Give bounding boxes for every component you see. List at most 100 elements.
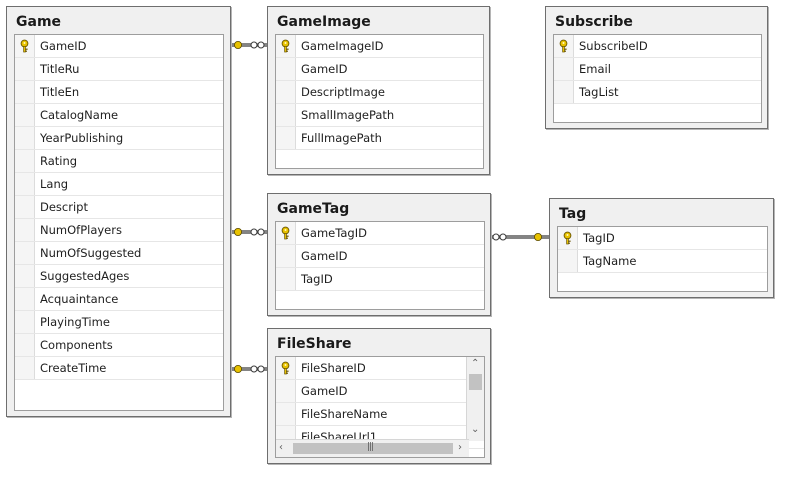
column-row[interactable]: NumOfPlayers (15, 219, 223, 242)
column-row[interactable]: TagID (558, 227, 767, 250)
row-selector[interactable] (15, 35, 35, 57)
row-selector[interactable] (15, 150, 35, 172)
row-selector[interactable] (15, 104, 35, 126)
row-selector[interactable] (276, 35, 296, 57)
column-row[interactable]: YearPublishing (15, 127, 223, 150)
column-name: NumOfPlayers (40, 223, 122, 237)
column-row[interactable]: Rating (15, 150, 223, 173)
row-selector[interactable] (276, 403, 296, 425)
column-name: TagID (583, 231, 615, 245)
row-selector[interactable] (276, 81, 296, 103)
row-selector[interactable] (276, 380, 296, 402)
table-title[interactable]: Tag (559, 206, 587, 222)
column-row[interactable]: DescriptImage (276, 81, 483, 104)
primary-key-icon (20, 39, 29, 53)
column-row[interactable]: TagID (276, 268, 484, 291)
row-selector[interactable] (15, 219, 35, 241)
table-title[interactable]: Subscribe (555, 14, 633, 30)
grip-icon: ||| (367, 442, 374, 452)
row-selector[interactable] (276, 222, 296, 244)
column-row[interactable]: PlayingTime (15, 311, 223, 334)
scrollbar-thumb[interactable]: ||| (293, 442, 453, 454)
row-selector[interactable] (15, 127, 35, 149)
column-row[interactable]: CreateTime (15, 357, 223, 380)
column-row[interactable]: GameID (276, 245, 484, 268)
column-row[interactable]: GameID (15, 35, 223, 58)
column-row[interactable]: Components (15, 334, 223, 357)
row-selector[interactable] (558, 227, 578, 249)
row-selector[interactable] (15, 288, 35, 310)
row-selector[interactable] (554, 81, 574, 103)
row-selector[interactable] (15, 311, 35, 333)
column-name: GameID (301, 249, 348, 263)
column-row[interactable]: FileShareID (276, 357, 484, 380)
table-title[interactable]: FileShare (277, 336, 352, 352)
column-name: GameTagID (301, 226, 367, 240)
column-row[interactable]: TitleRu (15, 58, 223, 81)
column-name: GameID (301, 384, 348, 398)
table-title[interactable]: Game (16, 14, 62, 30)
relationship-game-gametag[interactable] (231, 227, 267, 236)
column-row[interactable]: Descript (15, 196, 223, 219)
row-selector[interactable] (15, 58, 35, 80)
primary-key-icon (563, 231, 572, 245)
table-title[interactable]: GameTag (277, 201, 350, 217)
row-selector[interactable] (15, 357, 35, 379)
row-selector[interactable] (15, 265, 35, 287)
relationship-tag-gametag[interactable] (491, 232, 549, 241)
chevron-left-icon[interactable]: ‹ (279, 442, 283, 453)
table-fileshare[interactable]: FileShare FileShareID GameID FileShareName… (267, 328, 491, 464)
row-selector[interactable] (276, 357, 296, 379)
chevron-up-icon[interactable]: ⌃ (471, 358, 480, 369)
column-row[interactable]: GameID (276, 380, 484, 403)
row-selector[interactable] (276, 245, 296, 267)
row-selector[interactable] (276, 58, 296, 80)
row-selector[interactable] (15, 196, 35, 218)
row-selector[interactable] (15, 242, 35, 264)
column-row[interactable]: TagList (554, 81, 761, 104)
row-selector[interactable] (276, 127, 296, 149)
scrollbar-thumb[interactable] (469, 374, 482, 390)
row-selector[interactable] (554, 58, 574, 80)
column-row[interactable]: SubscribeID (554, 35, 761, 58)
row-selector[interactable] (15, 334, 35, 356)
column-row[interactable]: FileShareName (276, 403, 484, 426)
column-row[interactable]: NumOfSuggested (15, 242, 223, 265)
column-name: FileShareID (301, 361, 366, 375)
chevron-down-icon[interactable]: ⌄ (471, 424, 480, 435)
column-row[interactable]: SmallImagePath (276, 104, 483, 127)
column-row[interactable]: TagName (558, 250, 767, 273)
horizontal-scrollbar[interactable]: ‹ ||| › (276, 439, 469, 457)
chevron-right-icon[interactable]: › (458, 442, 462, 453)
row-selector[interactable] (554, 35, 574, 57)
row-selector[interactable] (15, 173, 35, 195)
column-row[interactable]: CatalogName (15, 104, 223, 127)
column-row[interactable]: Email (554, 58, 761, 81)
column-row[interactable]: Lang (15, 173, 223, 196)
row-selector[interactable] (558, 250, 578, 272)
column-name: Lang (40, 177, 69, 191)
column-row[interactable]: SuggestedAges (15, 265, 223, 288)
relationship-game-fileshare[interactable] (231, 364, 267, 373)
table-gametag[interactable]: GameTag GameTagID GameID TagID (267, 193, 491, 316)
row-selector[interactable] (276, 268, 296, 290)
table-tag[interactable]: Tag TagID TagName (549, 198, 774, 298)
table-title[interactable]: GameImage (277, 14, 371, 30)
column-row[interactable]: TitleEn (15, 81, 223, 104)
relationship-game-gameimage[interactable] (231, 41, 267, 50)
column-row[interactable]: FullImagePath (276, 127, 483, 150)
primary-key-icon (281, 39, 290, 53)
column-row[interactable]: GameImageID (276, 35, 483, 58)
column-name: SmallImagePath (301, 108, 395, 122)
row-selector[interactable] (15, 81, 35, 103)
column-row[interactable]: GameTagID (276, 222, 484, 245)
column-row[interactable]: GameID (276, 58, 483, 81)
column-row[interactable]: Acquaintance (15, 288, 223, 311)
row-selector[interactable] (276, 104, 296, 126)
vertical-scrollbar[interactable]: ⌃ ⌄ (466, 357, 484, 441)
